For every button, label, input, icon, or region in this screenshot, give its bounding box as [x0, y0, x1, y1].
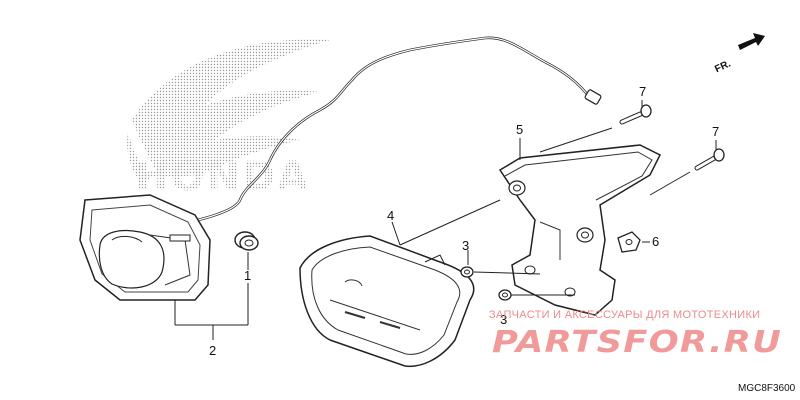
callout-6: 6 — [652, 234, 659, 249]
front-direction-label: FR. — [713, 58, 732, 75]
license-light-housing — [299, 235, 475, 368]
nut-lower — [498, 289, 512, 301]
tail-light-assembly — [79, 194, 211, 301]
leader-lines — [391, 100, 717, 296]
callout-1: 1 — [244, 268, 251, 283]
clip-nut — [617, 231, 641, 253]
honda-brand-text: HONDA — [135, 154, 310, 200]
nut-upper — [460, 266, 474, 278]
callout-3-lower: 3 — [500, 312, 507, 327]
wire-connector — [584, 89, 602, 105]
bolt-upper — [619, 104, 652, 125]
callout-3-upper: 3 — [462, 238, 469, 253]
callout-5: 5 — [516, 122, 523, 137]
callout-7-upper: 7 — [639, 84, 646, 99]
license-bracket — [498, 144, 662, 316]
watermark-caption: ЗАПЧАСТИ И АКСЕССУАРЫ ДЛЯ МОТОТЕХНИКИ — [489, 309, 760, 321]
bolt-lower — [694, 148, 725, 171]
callout-4: 4 — [387, 208, 394, 223]
front-direction-marker: FR. — [713, 33, 765, 75]
grommet — [234, 231, 259, 251]
callout-2: 2 — [209, 343, 216, 358]
watermark-site: PARTSFOR.RU — [492, 325, 782, 360]
diagram-code: MGC8F3600 — [738, 383, 796, 394]
callout-7-lower: 7 — [712, 124, 719, 139]
